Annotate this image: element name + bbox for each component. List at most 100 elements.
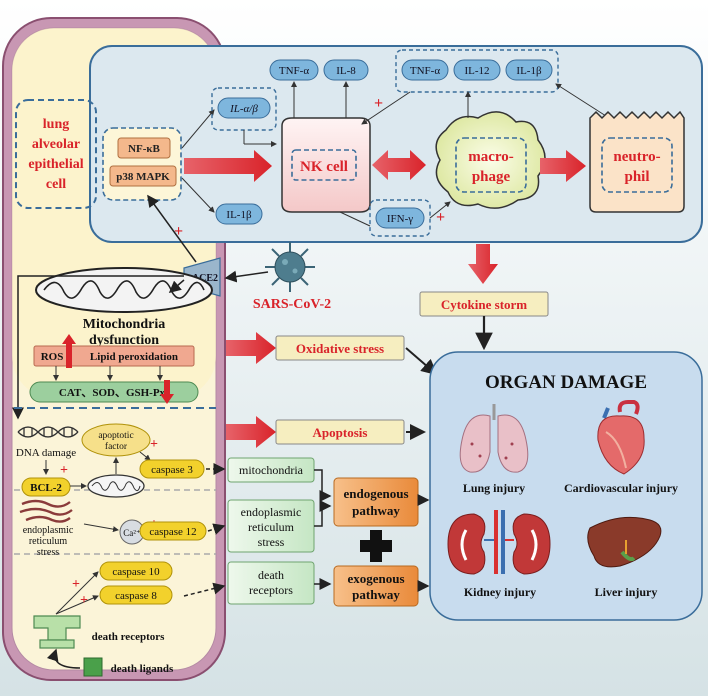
macrophage-label-1: macro- <box>468 149 514 165</box>
exogenous-label-2: pathway <box>352 587 400 602</box>
kidney-icon <box>447 510 551 575</box>
il-ab-label: IL-α/β <box>229 103 258 115</box>
endogenous-label-2: pathway <box>352 503 400 518</box>
ifn-pill <box>375 207 425 229</box>
caspase3-label: caspase 3 <box>151 464 193 476</box>
er-label-1: endoplasmic <box>23 525 74 536</box>
er-label-3: stress <box>37 547 59 558</box>
arrow-apoptosis <box>226 416 276 448</box>
neutrophil-label-1: neutro- <box>613 149 660 165</box>
ace2-down-arrow <box>12 275 184 420</box>
liver-icon <box>587 516 662 568</box>
antioxidant-label: CAT、SOD、GSH-Px <box>59 387 166 399</box>
nk-cell-label: NK cell <box>300 159 348 175</box>
heart-icon <box>597 400 645 475</box>
il-ab-pill <box>217 97 271 119</box>
death-receptors-box-1: death <box>258 568 284 582</box>
pathway-connectors <box>314 469 332 590</box>
plus-casp8: + <box>80 593 88 608</box>
neutrophil-label-2: phil <box>624 169 649 185</box>
caspase8-label: caspase 8 <box>115 590 157 602</box>
plus-dna: + <box>60 463 68 478</box>
caspase3-pill <box>139 459 205 479</box>
tnf-right-label: TNF-α <box>410 65 440 77</box>
plus-combine-icon <box>360 530 392 562</box>
ace2-label: ACE2 <box>192 273 218 284</box>
er-label-2: reticulum <box>29 536 68 547</box>
ros-label: ROS <box>41 351 64 363</box>
caspase10-label: caspase 10 <box>112 566 160 578</box>
mitochondria-icon <box>35 267 213 313</box>
plus-casp10: + <box>72 577 80 592</box>
bcl2-label: BCL-2 <box>30 482 62 494</box>
dashed-pathway-arrows <box>183 463 226 597</box>
endogenous-label-1: endogenous <box>343 486 408 501</box>
tnf-top-pill <box>269 59 319 81</box>
antioxidant-pill <box>29 381 199 403</box>
il8-label: IL-8 <box>336 65 356 77</box>
caspase12-label: caspase 12 <box>149 526 196 538</box>
arrow-signaling-to-nk <box>184 150 272 182</box>
death-receptors-box-2: receptors <box>249 583 293 597</box>
nk-cell <box>281 117 371 213</box>
il12-label: IL-12 <box>464 65 489 77</box>
ifn-label: IFN-γ <box>387 213 413 225</box>
death-receptors-box <box>227 561 315 605</box>
cytokine-storm-label: Cytokine storm <box>441 297 527 312</box>
cardio-injury-label: Cardiovascular injury <box>564 481 678 495</box>
oxidative-stress-box <box>275 335 405 361</box>
ros-box <box>33 345 195 367</box>
lipid-label: Lipid peroxidation <box>90 351 178 363</box>
plus-ifn: + <box>436 209 445 226</box>
death-receptors-label: death receptors <box>92 631 166 643</box>
apoptotic-factor-1: apoptotic <box>98 431 133 441</box>
il1b-right-pill <box>505 59 553 81</box>
immune-panel <box>89 45 703 243</box>
apoptosis-label: Apoptosis <box>313 425 368 440</box>
il8-pill <box>323 59 369 81</box>
p38-label: p38 MAPK <box>116 171 170 183</box>
calcium-label: Ca²⁺ <box>123 528 141 538</box>
arrow-macrophage-neutrophil <box>540 150 586 182</box>
death-ligand-icon <box>83 657 103 677</box>
il1b-left-label: IL-1β <box>226 209 252 221</box>
endoplasmic-reticulum-icon <box>19 499 73 523</box>
er-stress-box-3: stress <box>258 535 285 549</box>
virus-label: SARS-CoV-2 <box>253 297 331 312</box>
virus-icon <box>265 242 315 292</box>
dna-icon <box>17 426 79 438</box>
mito-title-1: Mitochondria <box>83 317 165 332</box>
lung-icon <box>459 404 529 473</box>
mito-title-2: dysfunction <box>89 333 159 348</box>
nfkb-label: NF-κB <box>128 143 160 155</box>
apoptosis-box <box>275 419 405 445</box>
arrow-nk-macrophage <box>372 150 426 180</box>
plus-ace2: + <box>174 223 183 240</box>
exogenous-label-1: exogenous <box>347 571 404 586</box>
tnf-right-pill <box>401 59 449 81</box>
dna-damage-label: DNA damage <box>16 447 76 459</box>
caspase10-pill <box>99 561 173 581</box>
cell-title-line-3: epithelial <box>28 157 83 172</box>
apoptotic-factor-2: factor <box>105 441 128 452</box>
il1b-right-label: IL-1β <box>516 65 542 77</box>
il1b-left-pill <box>215 203 263 225</box>
cell-title-box <box>15 99 97 209</box>
cell-title-line-4: cell <box>46 177 66 192</box>
kidney-injury-label: Kidney injury <box>464 585 536 599</box>
macrophage-label-2: phage <box>472 169 511 185</box>
cell-title-line-1: lung <box>43 117 69 132</box>
tnf-top-label: TNF-α <box>279 65 309 77</box>
oxidative-stress-label: Oxidative stress <box>296 341 384 356</box>
plus-factor: + <box>150 437 158 452</box>
caspase12-pill <box>139 521 207 541</box>
signaling-fanout-arrows <box>181 109 215 213</box>
lung-injury-label: Lung injury <box>463 481 525 495</box>
arrow-oxidative-stress <box>226 332 276 364</box>
arrow-to-cytokine-storm <box>468 244 498 284</box>
plus-macro-cytokines: + <box>374 95 383 112</box>
apoptotic-factor-badge <box>81 423 151 457</box>
organ-damage-title: ORGAN DAMAGE <box>485 372 647 393</box>
